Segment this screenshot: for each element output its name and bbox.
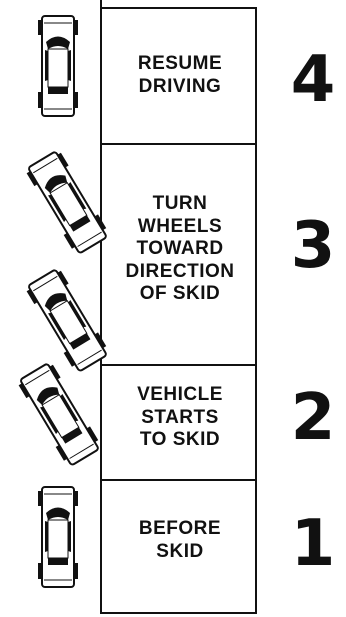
step-2-label: VEHICLE STARTS TO SKID	[104, 384, 256, 452]
car-starts-to-skid-icon	[6, 352, 116, 482]
step-2-number: 2	[280, 386, 346, 450]
step-1-label: BEFORE SKID	[104, 518, 256, 563]
divider-bottom	[100, 612, 257, 614]
step-3-label: TURN WHEELS TOWARD DIRECTION OF SKID	[104, 193, 256, 306]
step-3-number: 3	[280, 214, 346, 278]
step-4-number: 4	[280, 48, 346, 112]
car-resume-driving-icon	[33, 14, 83, 124]
divider-2-1	[100, 479, 257, 481]
divider-top	[100, 7, 257, 9]
step-1-number: 1	[280, 512, 346, 576]
step-4-label: RESUME DRIVING	[104, 53, 256, 98]
car-turning-wheels-icon	[14, 140, 124, 270]
car-before-skid-icon	[33, 485, 83, 595]
